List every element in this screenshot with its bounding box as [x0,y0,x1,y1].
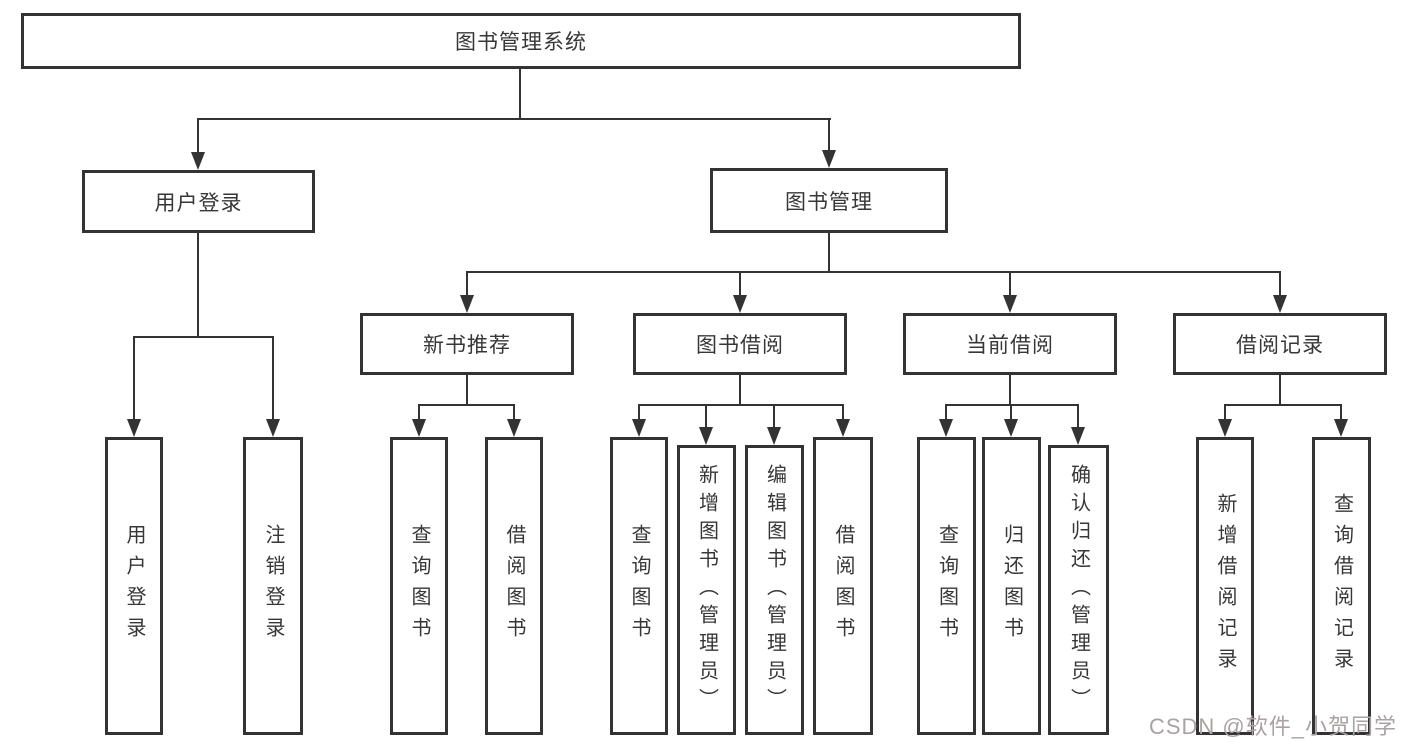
node-book-management: 图书管理 [710,168,948,233]
connector-arrowhead [767,427,781,445]
connector-line [705,404,707,429]
leaf-label: 注销登录 [262,524,284,648]
connector-arrowhead [939,419,953,437]
leaf-label: 借阅图书 [503,524,525,648]
connector-line [638,404,844,406]
node-label: 图书管理 [785,190,873,214]
connector-line [1279,375,1281,406]
connector-arrowhead [733,295,747,313]
leaf-borrow-books-1: 借阅图书 [485,437,543,735]
leaf-logout: 注销登录 [243,437,303,735]
csdn-watermark: CSDN @软件_小贺同学 [1148,714,1397,739]
connector-arrowhead [699,427,713,445]
connector-line [197,118,831,120]
connector-line [945,404,947,421]
leaf-confirm-return-admin: 确认归还（管理员） [1048,445,1109,735]
leaf-label: 查询借阅记录 [1330,493,1353,679]
connector-line [197,233,199,338]
leaf-return-books: 归还图书 [982,437,1041,735]
node-label: 用户登录 [154,191,243,215]
connector-line [638,404,640,421]
connector-arrowhead [1334,419,1348,437]
connector-arrowhead [836,419,850,437]
leaf-label: 新增借阅记录 [1214,493,1236,679]
node-label: 新书推荐 [423,334,511,357]
connector-line [272,336,274,421]
connector-line [842,404,844,421]
leaf-label: 查询图书 [628,524,650,648]
leaf-label: 确认归还（管理员） [1067,464,1090,716]
leaf-label: 查询图书 [935,524,958,648]
connector-line [1224,404,1226,421]
connector-arrowhead [1004,419,1018,437]
leaf-query-books-2: 查询图书 [610,437,668,735]
node-label: 借阅记录 [1236,334,1324,357]
connector-line [133,336,274,338]
connector-line [945,404,1079,406]
connector-arrowhead [1273,295,1287,313]
connector-line [519,69,521,119]
connector-line [773,404,775,429]
node-label: 图书借阅 [696,334,784,357]
node-borrow-records: 借阅记录 [1173,313,1387,375]
leaf-edit-book-admin: 编辑图书（管理员） [745,445,804,735]
connector-line [828,233,830,273]
leaf-query-books-1: 查询图书 [390,437,448,735]
node-user-login: 用户登录 [82,170,315,233]
leaf-user-login: 用户登录 [105,437,163,735]
connector-arrowhead [412,419,426,437]
connector-line [739,375,741,406]
connector-arrowhead [1003,295,1017,313]
connector-arrowhead [822,150,836,168]
leaf-label: 编辑图书（管理员） [763,464,786,716]
connector-arrowhead [1218,419,1232,437]
connector-line [133,336,135,421]
connector-arrowhead [460,295,474,313]
connector-arrowhead [1071,427,1085,445]
node-book-borrow: 图书借阅 [633,313,847,375]
connector-line [1224,404,1342,406]
connector-line [1340,404,1342,421]
connector-line [466,271,1281,273]
connector-line [1009,271,1011,297]
connector-line [1279,271,1281,297]
connector-arrowhead [507,419,521,437]
connector-line [466,375,468,406]
node-current-borrow: 当前借阅 [903,313,1117,375]
leaf-borrow-books-2: 借阅图书 [813,437,873,735]
leaf-add-book-admin: 新增图书（管理员） [677,445,736,735]
node-new-book-recommend: 新书推荐 [360,313,574,375]
node-library-system: 图书管理系统 [21,13,1021,69]
leaf-label: 查询图书 [408,524,430,648]
node-label: 当前借阅 [966,334,1054,357]
connector-arrowhead [266,419,280,437]
leaf-add-borrow-record: 新增借阅记录 [1196,437,1254,735]
leaf-label: 归还图书 [1000,524,1023,648]
leaf-label: 用户登录 [123,524,145,648]
connector-line [1077,404,1079,429]
leaf-label: 新增图书（管理员） [695,464,718,716]
leaf-label: 借阅图书 [832,524,854,648]
connector-line [513,404,515,421]
connector-arrowhead [127,419,141,437]
connector-line [418,404,515,406]
connector-line [418,404,420,421]
connector-line [197,118,199,154]
connector-arrowhead [191,152,205,170]
leaf-query-borrow-record: 查询借阅记录 [1312,437,1371,735]
connector-line [466,271,468,297]
connector-line [739,271,741,297]
connector-line [1009,375,1011,406]
connector-arrowhead [632,419,646,437]
leaf-query-books-3: 查询图书 [917,437,976,735]
connector-line [828,118,830,152]
node-label: 图书管理系统 [455,31,587,54]
connector-line [1010,404,1012,421]
